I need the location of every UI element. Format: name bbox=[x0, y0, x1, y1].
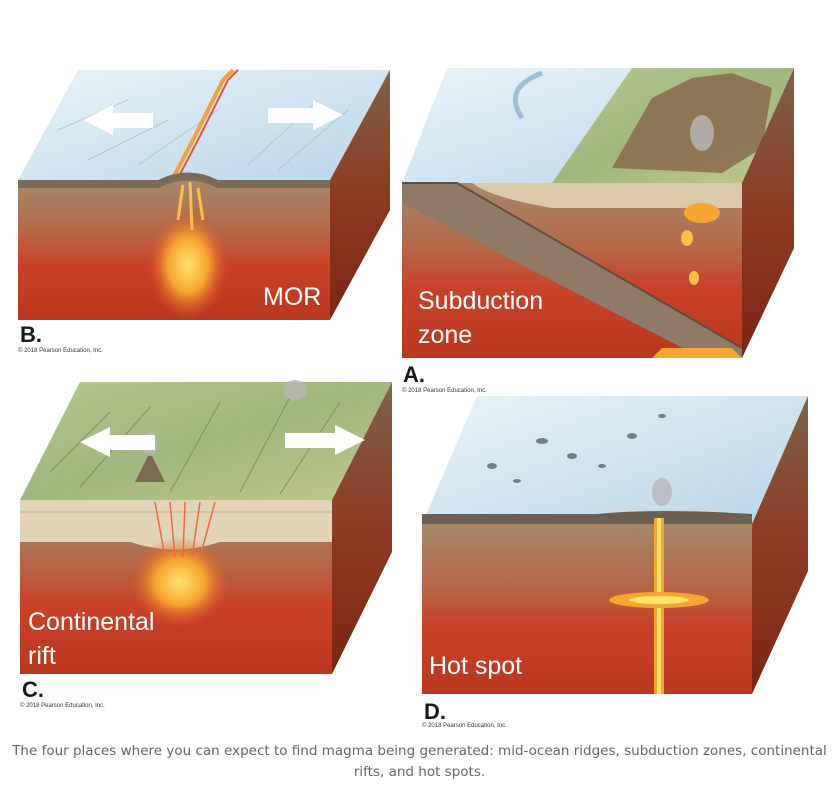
figure-caption: The four places where you can expect to … bbox=[12, 743, 827, 780]
mor-copyright: © 2018 Pearson Education, Inc. bbox=[18, 348, 103, 354]
mor-panel: MOR B. © 2018 Pearson Education, Inc. bbox=[18, 68, 390, 362]
mor-block-diagram bbox=[18, 68, 390, 320]
rift-panel: Continental rift C. © 2018 Pearson Educa… bbox=[20, 380, 392, 712]
subduction-copyright: © 2018 Pearson Education, Inc. bbox=[402, 388, 487, 394]
mor-magma-plume bbox=[148, 210, 228, 320]
subduction-mountains bbox=[612, 73, 772, 173]
rift-left-arrow bbox=[80, 427, 155, 457]
mor-panel-letter: B. bbox=[20, 322, 42, 347]
mor-left-arrow bbox=[83, 105, 153, 135]
hotspot-panel-letter: D. bbox=[424, 699, 446, 724]
rift-right-arrow bbox=[285, 425, 365, 455]
subduction-panel: Subduction zone A. © 2018 Pearson Educat… bbox=[402, 58, 794, 398]
subduction-panel-letter: A. bbox=[403, 362, 425, 387]
mor-right-arrow bbox=[268, 100, 343, 130]
rift-magma-chamber bbox=[130, 537, 230, 627]
hotspot-label: Hot spot bbox=[429, 652, 523, 680]
rift-label-line2: rift bbox=[28, 642, 56, 670]
rift-panel-letter: C. bbox=[22, 677, 44, 702]
rift-block-diagram bbox=[20, 380, 392, 674]
subduction-melt-zone bbox=[652, 348, 742, 358]
hotspot-panel: Hot spot D. © 2018 Pearson Education, In… bbox=[422, 396, 808, 731]
rift-label-line1: Continental bbox=[28, 608, 155, 636]
mor-label: MOR bbox=[263, 283, 322, 311]
subduction-label-line2: zone bbox=[418, 321, 473, 349]
subduction-block-diagram bbox=[402, 68, 794, 358]
rift-copyright: © 2018 Pearson Education, Inc. bbox=[20, 703, 105, 709]
subduction-label-line1: Subduction bbox=[418, 287, 544, 315]
hotspot-block-diagram bbox=[422, 396, 808, 694]
hotspot-copyright: © 2018 Pearson Education, Inc. bbox=[422, 723, 507, 729]
